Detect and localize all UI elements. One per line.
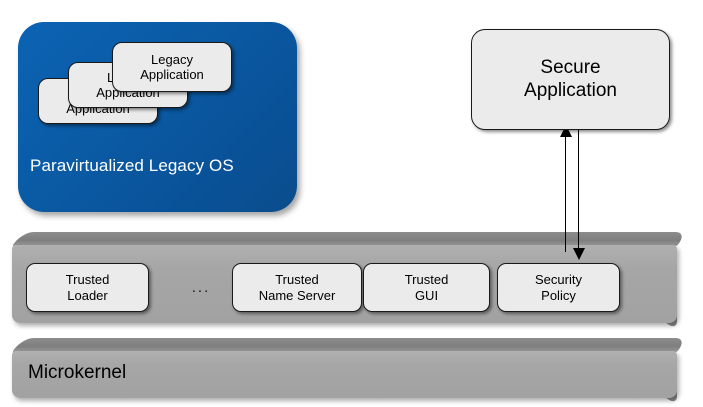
paravirtualized-legacy-os-label: Paravirtualized Legacy OS	[30, 156, 234, 175]
service-box-trusted-loader[interactable]: Trusted Loader	[26, 263, 149, 312]
secure-app-line2: Application	[524, 79, 617, 101]
service-line2: Name Server	[258, 287, 336, 303]
microkernel-band	[12, 338, 688, 407]
service-line2: Loader	[67, 287, 108, 303]
service-box-trusted-name-server[interactable]: Trusted Name Server	[232, 263, 362, 312]
service-line1: Security	[535, 272, 582, 288]
kernel-band-front-face	[12, 351, 677, 398]
service-line1: Trusted	[275, 272, 319, 288]
secure-app-line1: Secure	[540, 57, 601, 79]
arrow-up-shaft	[565, 134, 566, 252]
service-line1: Trusted	[404, 272, 449, 288]
legacy-application-box-front[interactable]: Legacy Application	[112, 42, 232, 92]
microkernel-label: Microkernel	[28, 362, 127, 383]
service-box-trusted-gui[interactable]: Trusted GUI	[363, 263, 490, 312]
secure-application-box[interactable]: Secure Application	[471, 29, 670, 130]
kernel-band-top-face	[12, 338, 688, 352]
service-line1: Trusted	[65, 272, 110, 288]
legacy-app-line2: Application	[140, 67, 204, 82]
arrow-down-shaft	[578, 128, 579, 250]
arrow-down-icon	[573, 248, 585, 260]
service-line2: GUI	[414, 287, 439, 303]
services-ellipsis: ...	[191, 279, 211, 296]
service-line2: Policy	[541, 287, 576, 303]
service-box-security-policy[interactable]: Security Policy	[497, 263, 620, 312]
services-band-top-face	[12, 232, 688, 246]
legacy-app-line1: Legacy	[151, 51, 193, 67]
